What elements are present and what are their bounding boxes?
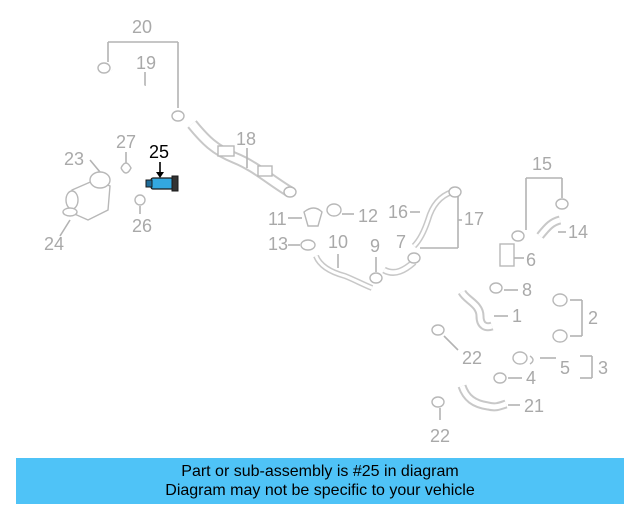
part-25-highlighted [145, 175, 179, 192]
callout-26: 26 [132, 216, 152, 236]
part-22-clamp-top [431, 324, 445, 336]
callout-4: 4 [526, 368, 536, 388]
parts-diagram: 20 19 18 27 25 23 26 24 11 12 13 [44, 17, 608, 446]
callout-15: 15 [532, 154, 552, 174]
callout-7: 7 [396, 232, 406, 252]
callout-2: 2 [588, 308, 598, 328]
callout-10: 10 [328, 232, 348, 252]
callout-17: 17 [464, 209, 484, 229]
part-23-housing [59, 159, 111, 237]
callout-27: 27 [116, 132, 136, 152]
part-13-clamp [300, 239, 316, 251]
callout-6: 6 [526, 250, 536, 270]
part-18-pipe [187, 120, 297, 198]
callout-23: 23 [64, 149, 84, 169]
callout-24: 24 [44, 234, 64, 254]
part-8-clamp [489, 282, 503, 294]
part-11-elbow [303, 207, 323, 227]
part-9-clamp [369, 272, 383, 284]
callout-5: 5 [560, 358, 570, 378]
part-4-ring [493, 372, 507, 384]
part-20-19-group [97, 41, 185, 122]
callout-3: 3 [598, 358, 608, 378]
callout-12: 12 [358, 206, 378, 226]
callout-14: 14 [568, 222, 588, 242]
info-banner: Part or sub-assembly is #25 in diagram D… [16, 458, 624, 504]
callout-9: 9 [370, 236, 380, 256]
part-26-gasket [134, 194, 146, 206]
callout-21: 21 [524, 396, 544, 416]
callout-22-bottom: 22 [430, 426, 450, 446]
callout-13: 13 [268, 234, 288, 254]
part-12-cap [326, 203, 342, 217]
callout-1: 1 [512, 306, 522, 326]
part-6-valve [499, 230, 525, 267]
callout-22-top: 22 [462, 348, 482, 368]
callout-19: 19 [136, 53, 156, 73]
callout-11: 11 [268, 209, 287, 229]
banner-line-1: Part or sub-assembly is #25 in diagram [181, 463, 459, 480]
callout-18: 18 [236, 129, 256, 149]
callout-16: 16 [388, 202, 408, 222]
callout-8: 8 [522, 280, 532, 300]
callout-20: 20 [132, 17, 152, 37]
part-27-clip [120, 162, 132, 174]
banner-line-2: Diagram may not be specific to your vehi… [165, 482, 475, 499]
part-22-clamp-bottom [431, 396, 445, 408]
callout-25: 25 [149, 142, 169, 162]
